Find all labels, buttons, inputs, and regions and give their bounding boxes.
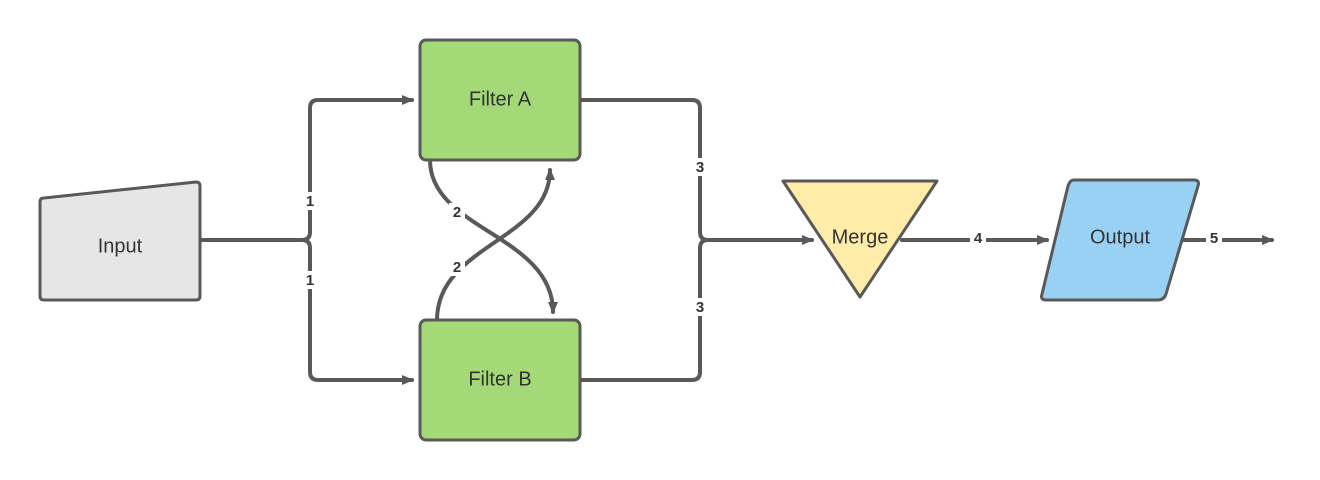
edge-label-merge-output: 4: [974, 230, 983, 247]
edge-input-to-filter-a[interactable]: [200, 95, 414, 242]
node-filter-a[interactable]: Filter A: [418, 38, 582, 162]
edge-label-filter-a-merge: 3: [696, 159, 704, 176]
filter-b-shape: [418, 318, 582, 442]
edge-label-output-exit: 5: [1210, 230, 1218, 247]
filter-a-label: Filter A: [469, 88, 532, 110]
node-output[interactable]: Output: [1040, 178, 1200, 302]
merge-label: Merge: [832, 226, 889, 248]
edge-label-filter-b-filter-a: 2: [453, 259, 461, 276]
node-input[interactable]: Input: [38, 180, 202, 302]
edge-filter-a-to-filter-b[interactable]: [428, 158, 558, 314]
edge-label-filter-b-merge: 3: [696, 299, 704, 316]
node-merge[interactable]: Merge: [781, 179, 939, 299]
merge-shape: [781, 179, 939, 299]
filter-a-shape: [418, 38, 582, 162]
edge-input-to-filter-b[interactable]: [300, 238, 414, 385]
edge-filter-b-to-merge[interactable]: [580, 238, 710, 382]
input-label: Input: [98, 235, 143, 257]
edge-labels: 1 1 2 2 3 3 4 5: [302, 158, 1222, 316]
filter-b-label: Filter B: [468, 368, 531, 390]
output-label: Output: [1090, 226, 1150, 248]
node-filter-b[interactable]: Filter B: [418, 318, 582, 442]
edge-filter-b-to-filter-a[interactable]: [435, 168, 555, 322]
input-shape: [38, 180, 202, 302]
output-shape: [1040, 178, 1200, 302]
edge-label-filter-a-filter-b: 2: [453, 204, 461, 221]
edge-label-input-filter-b: 1: [306, 272, 314, 289]
edge-label-input-filter-a: 1: [306, 193, 314, 210]
